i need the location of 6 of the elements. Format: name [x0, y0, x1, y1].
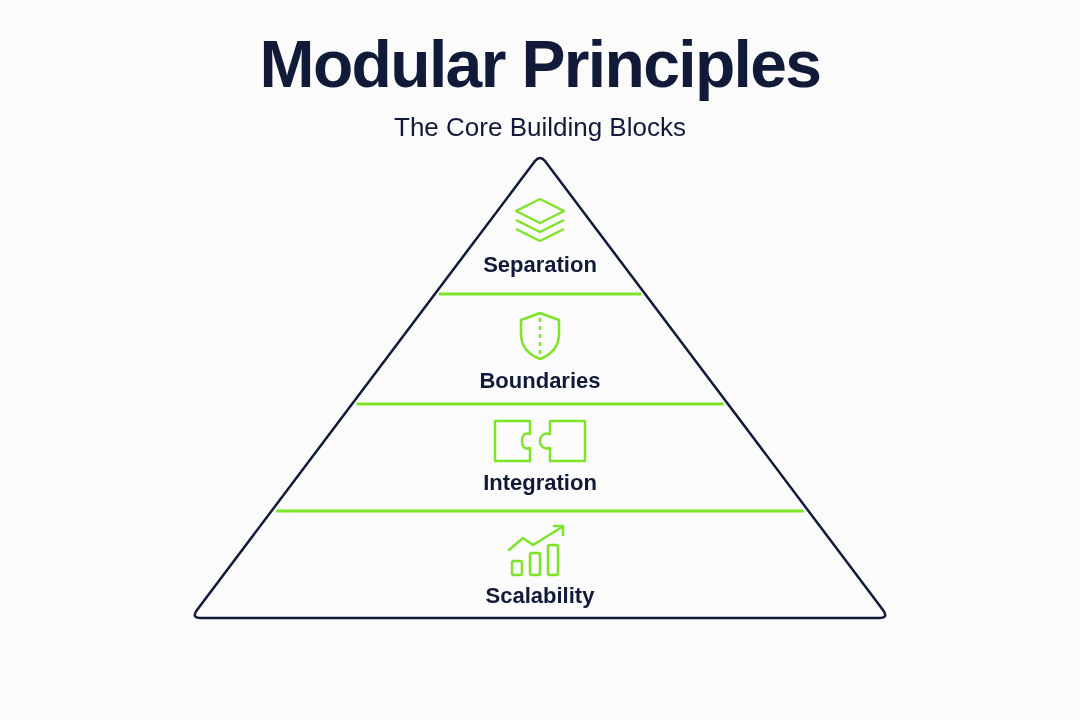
- level-label: Boundaries: [479, 368, 601, 394]
- subtitle: The Core Building Blocks: [394, 111, 686, 144]
- level-label: Separation: [483, 252, 597, 278]
- level-label: Integration: [483, 470, 597, 496]
- title: Modular Principles: [259, 26, 821, 103]
- level-label: Scalability: [485, 583, 595, 609]
